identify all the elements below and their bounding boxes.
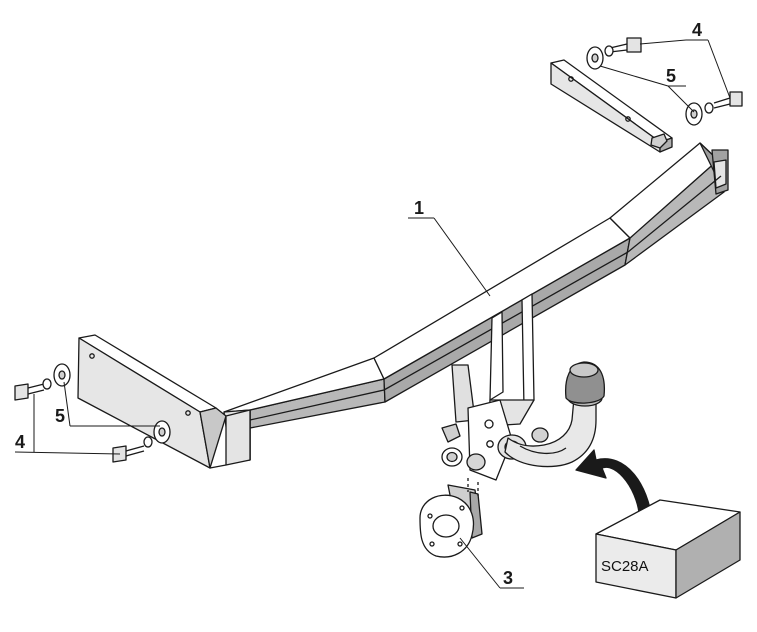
label-washer-right: 5 bbox=[666, 66, 676, 86]
left-hardware bbox=[14, 363, 171, 463]
bolt-right-top bbox=[609, 37, 642, 53]
label-plate: 3 bbox=[503, 568, 513, 588]
left-mounting-bracket bbox=[77, 334, 251, 469]
right-mounting-bracket bbox=[550, 59, 673, 153]
label-bolt-right: 4 bbox=[692, 20, 702, 40]
socket-plate bbox=[419, 478, 483, 558]
tow-ball-arm bbox=[504, 361, 606, 468]
kit-code-label: SC28A bbox=[601, 558, 649, 575]
label-bolt-left: 4 bbox=[15, 432, 25, 452]
kit-box bbox=[595, 499, 741, 599]
label-bar: 1 bbox=[414, 198, 424, 218]
nut-right-top bbox=[604, 45, 614, 57]
bolt-left-top bbox=[14, 383, 45, 401]
nut-left-top bbox=[42, 378, 52, 390]
leader-lines bbox=[14, 39, 731, 589]
bolt-right-bottom bbox=[713, 91, 743, 109]
label-washer-left: 5 bbox=[55, 406, 65, 426]
curved-arrow-icon bbox=[575, 449, 653, 525]
nut-left-bottom bbox=[143, 436, 153, 448]
right-hardware bbox=[586, 37, 743, 126]
nut-right-bottom bbox=[704, 102, 714, 114]
